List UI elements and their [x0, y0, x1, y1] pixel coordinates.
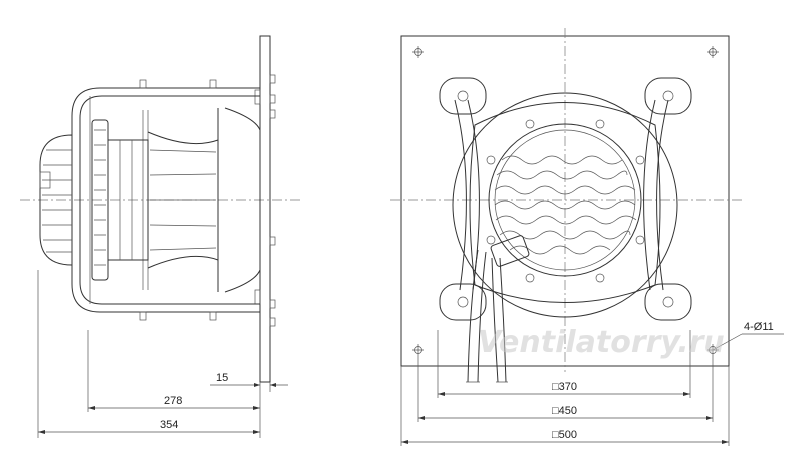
motor-disc	[488, 123, 642, 277]
dim-holes: 4-Ø11	[744, 321, 774, 333]
dim-plate-size: □500	[552, 429, 577, 441]
front-dimensions	[400, 330, 784, 446]
inlet-circle	[452, 92, 678, 318]
dim-overall-depth: 354	[160, 419, 178, 431]
dim-inner-size: □450	[552, 405, 577, 417]
front-brackets	[439, 77, 692, 321]
disc-bolts	[486, 119, 645, 283]
dim-flange-thickness: 15	[216, 372, 228, 384]
corner-holes	[412, 46, 719, 356]
dim-bolt-spacing: □370	[552, 381, 577, 393]
motor-rotor	[39, 119, 109, 281]
terminal-box	[466, 235, 530, 383]
side-dimensions	[37, 270, 288, 438]
watermark-text: Ventilatorry.ru	[478, 325, 725, 360]
impeller	[107, 131, 219, 269]
side-plate-bolts	[254, 74, 276, 327]
motor-fins	[494, 155, 637, 255]
dim-depth-to-flange: 278	[164, 395, 182, 407]
front-view: □370 □450 □500 4-Ø11	[390, 28, 784, 446]
side-view: 15 278 354	[20, 35, 300, 438]
side-mount-plate	[259, 35, 271, 383]
